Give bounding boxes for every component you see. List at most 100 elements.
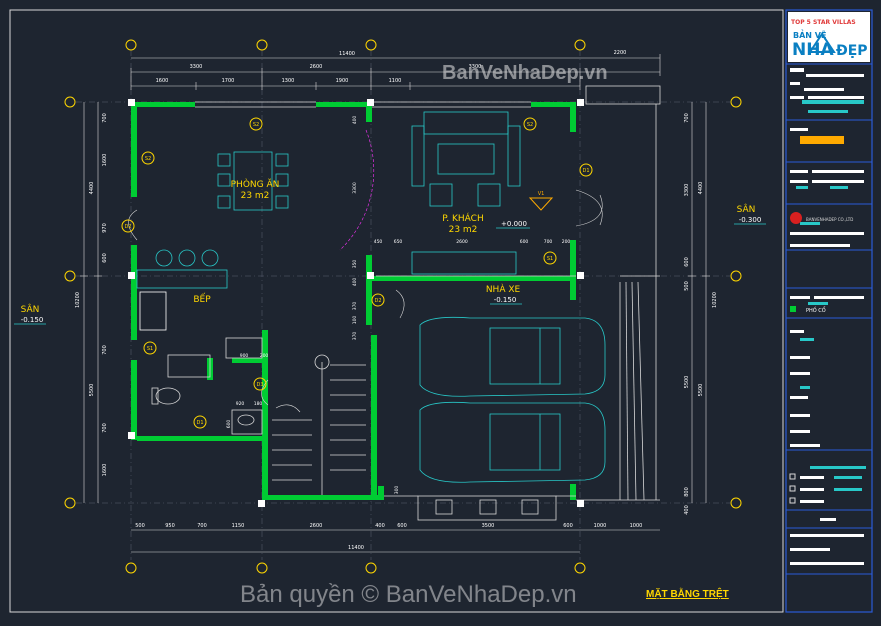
logo-icon	[790, 306, 796, 312]
svg-text:D1: D1	[582, 168, 589, 174]
room-living-name: P. KHÁCH	[442, 212, 483, 224]
svg-text:600: 600	[226, 420, 232, 429]
car-2	[419, 401, 606, 483]
svg-text:950: 950	[165, 523, 175, 529]
title-block-accent	[800, 136, 844, 144]
house-icon	[808, 32, 836, 53]
svg-text:4400: 4400	[89, 182, 95, 195]
svg-text:1600: 1600	[102, 154, 108, 167]
svg-text:700: 700	[544, 239, 553, 245]
grid-bubbles	[64, 39, 742, 574]
svg-text:5500: 5500	[698, 384, 704, 397]
svg-text:970: 970	[102, 223, 108, 233]
svg-text:1600: 1600	[102, 464, 108, 477]
dining-table	[233, 151, 273, 211]
svg-text:S1: S1	[147, 346, 153, 352]
dimension-ticks	[80, 54, 710, 277]
svg-text:D2: D2	[374, 298, 381, 304]
svg-text:1150: 1150	[232, 523, 245, 529]
svg-text:370: 370	[352, 302, 358, 311]
svg-text:2600: 2600	[310, 64, 323, 70]
svg-text:2600: 2600	[456, 239, 468, 245]
svg-text:700: 700	[102, 423, 108, 433]
dimension-texts: 11400 3300 2600 3300 2200 1600 1700 1300…	[135, 50, 642, 551]
brand-header: TOP 5 STAR VILLAS	[791, 19, 856, 26]
level-garage: -0.150	[494, 296, 517, 304]
room-garage-name: NHÀ XE	[486, 283, 521, 295]
svg-text:700: 700	[102, 113, 108, 123]
svg-text:S2: S2	[527, 122, 533, 128]
svg-text:S2: S2	[253, 122, 259, 128]
svg-text:500: 500	[135, 523, 145, 529]
svg-text:920: 920	[236, 401, 245, 407]
svg-text:D2: D2	[124, 224, 131, 230]
svg-text:1700: 1700	[222, 78, 235, 84]
dim-bottom-total: 11400	[348, 545, 364, 551]
drawing-title: MẶT BẰNG TRỆT	[646, 589, 729, 600]
svg-text:1000: 1000	[594, 523, 607, 529]
title-block: TOP 5 STAR VILLAS BẢN VẼ NHÀ ĐẸP	[785, 9, 873, 613]
brand-top: BẢN VẼ	[793, 29, 826, 40]
svg-text:400: 400	[375, 523, 385, 529]
columns	[128, 99, 584, 507]
svg-text:S2: S2	[145, 156, 151, 162]
svg-text:3500: 3500	[482, 523, 495, 529]
level-living: +0.000	[501, 220, 527, 228]
svg-text:5500: 5500	[684, 376, 690, 389]
grid-lines	[76, 50, 730, 560]
brand-logo-box	[788, 12, 870, 62]
svg-text:500: 500	[684, 281, 690, 291]
room-dining-name: PHÒNG ĂN	[231, 178, 280, 190]
svg-text:4400: 4400	[698, 182, 704, 195]
dimension-texts-vertical: 700 1600 970 600 700 700 1600 4400 5500 …	[75, 113, 718, 515]
sheet-border	[9, 9, 784, 613]
wall-outlines	[195, 85, 661, 521]
svg-text:400: 400	[352, 278, 358, 287]
svg-text:100: 100	[352, 316, 358, 325]
logo-text: PHỐ CỔ	[806, 306, 826, 314]
watermark-bottom: Bản quyền © BanVeNhaDep.vn	[240, 581, 577, 608]
furniture	[136, 111, 645, 501]
doors	[128, 129, 603, 413]
room-dining-area: 23 m2	[241, 191, 270, 201]
svg-text:5500: 5500	[89, 384, 95, 397]
svg-text:200: 200	[562, 239, 571, 245]
svg-text:600: 600	[520, 239, 529, 245]
svg-text:2200: 2200	[614, 50, 627, 56]
svg-text:10200: 10200	[712, 292, 718, 308]
coffee-table	[437, 143, 495, 175]
company-logo-icon	[790, 212, 802, 224]
car-1	[419, 316, 606, 397]
svg-text:700: 700	[197, 523, 207, 529]
yard-left-name: SÂN	[21, 303, 40, 315]
svg-text:3300: 3300	[190, 64, 203, 70]
svg-text:400: 400	[684, 505, 690, 515]
svg-text:350: 350	[352, 260, 358, 269]
yard-right-name: SÂN	[737, 203, 756, 215]
svg-text:1000: 1000	[630, 523, 643, 529]
svg-text:1900: 1900	[336, 78, 349, 84]
svg-text:700: 700	[102, 345, 108, 355]
svg-text:400: 400	[352, 116, 358, 125]
svg-text:450: 450	[374, 239, 383, 245]
svg-text:600: 600	[684, 257, 690, 267]
room-kitchen-name: BẾP	[193, 293, 211, 305]
svg-text:900: 900	[240, 353, 249, 359]
dimension-lines	[83, 57, 707, 553]
svg-text:2600: 2600	[310, 523, 323, 529]
svg-text:300: 300	[394, 486, 400, 495]
dim-top-total: 11400	[339, 51, 355, 57]
svg-text:650: 650	[394, 239, 403, 245]
svg-text:V1: V1	[538, 191, 545, 197]
level-markers	[14, 223, 766, 325]
room-living-area: 23 m2	[449, 225, 478, 235]
svg-text:200: 200	[260, 353, 269, 359]
svg-text:3300: 3300	[352, 182, 358, 194]
staircase	[272, 354, 366, 495]
svg-text:370: 370	[352, 332, 358, 341]
svg-text:600: 600	[397, 523, 407, 529]
svg-text:3300: 3300	[469, 64, 482, 70]
company-name: BANVENHADEP CO.,LTD	[806, 217, 853, 222]
svg-text:600: 600	[102, 253, 108, 263]
